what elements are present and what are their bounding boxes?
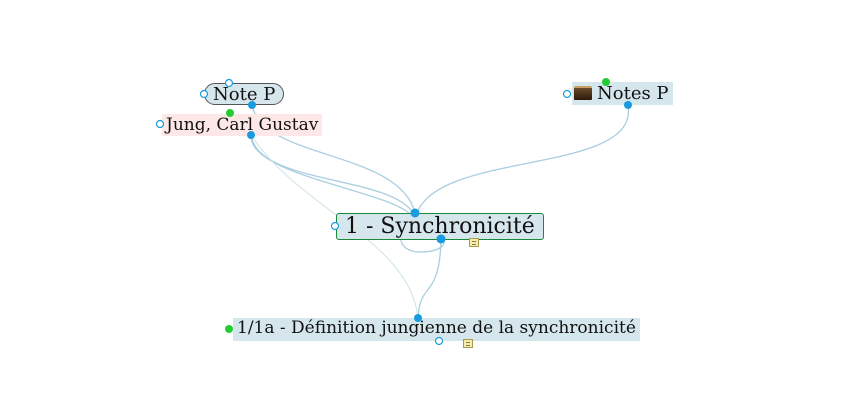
link-jung-to-synchro-a[interactable] — [250, 134, 414, 214]
node-jung-label: Jung, Carl Gustav — [166, 115, 319, 135]
node-definition-label: 1/1a - Définition jungienne de la synchr… — [237, 318, 636, 338]
node-note-p[interactable]: Note P — [204, 83, 285, 105]
node-synchro-label: 1 - Synchronicité — [345, 214, 535, 239]
note-icon[interactable] — [469, 238, 479, 247]
node-synchro[interactable]: 1 - Synchronicité — [336, 213, 544, 240]
node-jung[interactable]: Jung, Carl Gustav — [162, 114, 323, 136]
node-notes-p-label: Notes P — [597, 83, 669, 104]
link-jung-to-synchro-b[interactable] — [250, 134, 411, 215]
node-notes-p[interactable]: Notes P — [572, 82, 673, 105]
link-notes-p-to-synchro[interactable] — [416, 104, 629, 214]
link-synchro-to-definition[interactable] — [417, 237, 442, 319]
folder-icon — [574, 86, 592, 100]
node-note-p-label: Note P — [213, 84, 276, 105]
note-icon[interactable] — [463, 339, 473, 348]
node-definition[interactable]: 1/1a - Définition jungienne de la synchr… — [233, 318, 640, 341]
